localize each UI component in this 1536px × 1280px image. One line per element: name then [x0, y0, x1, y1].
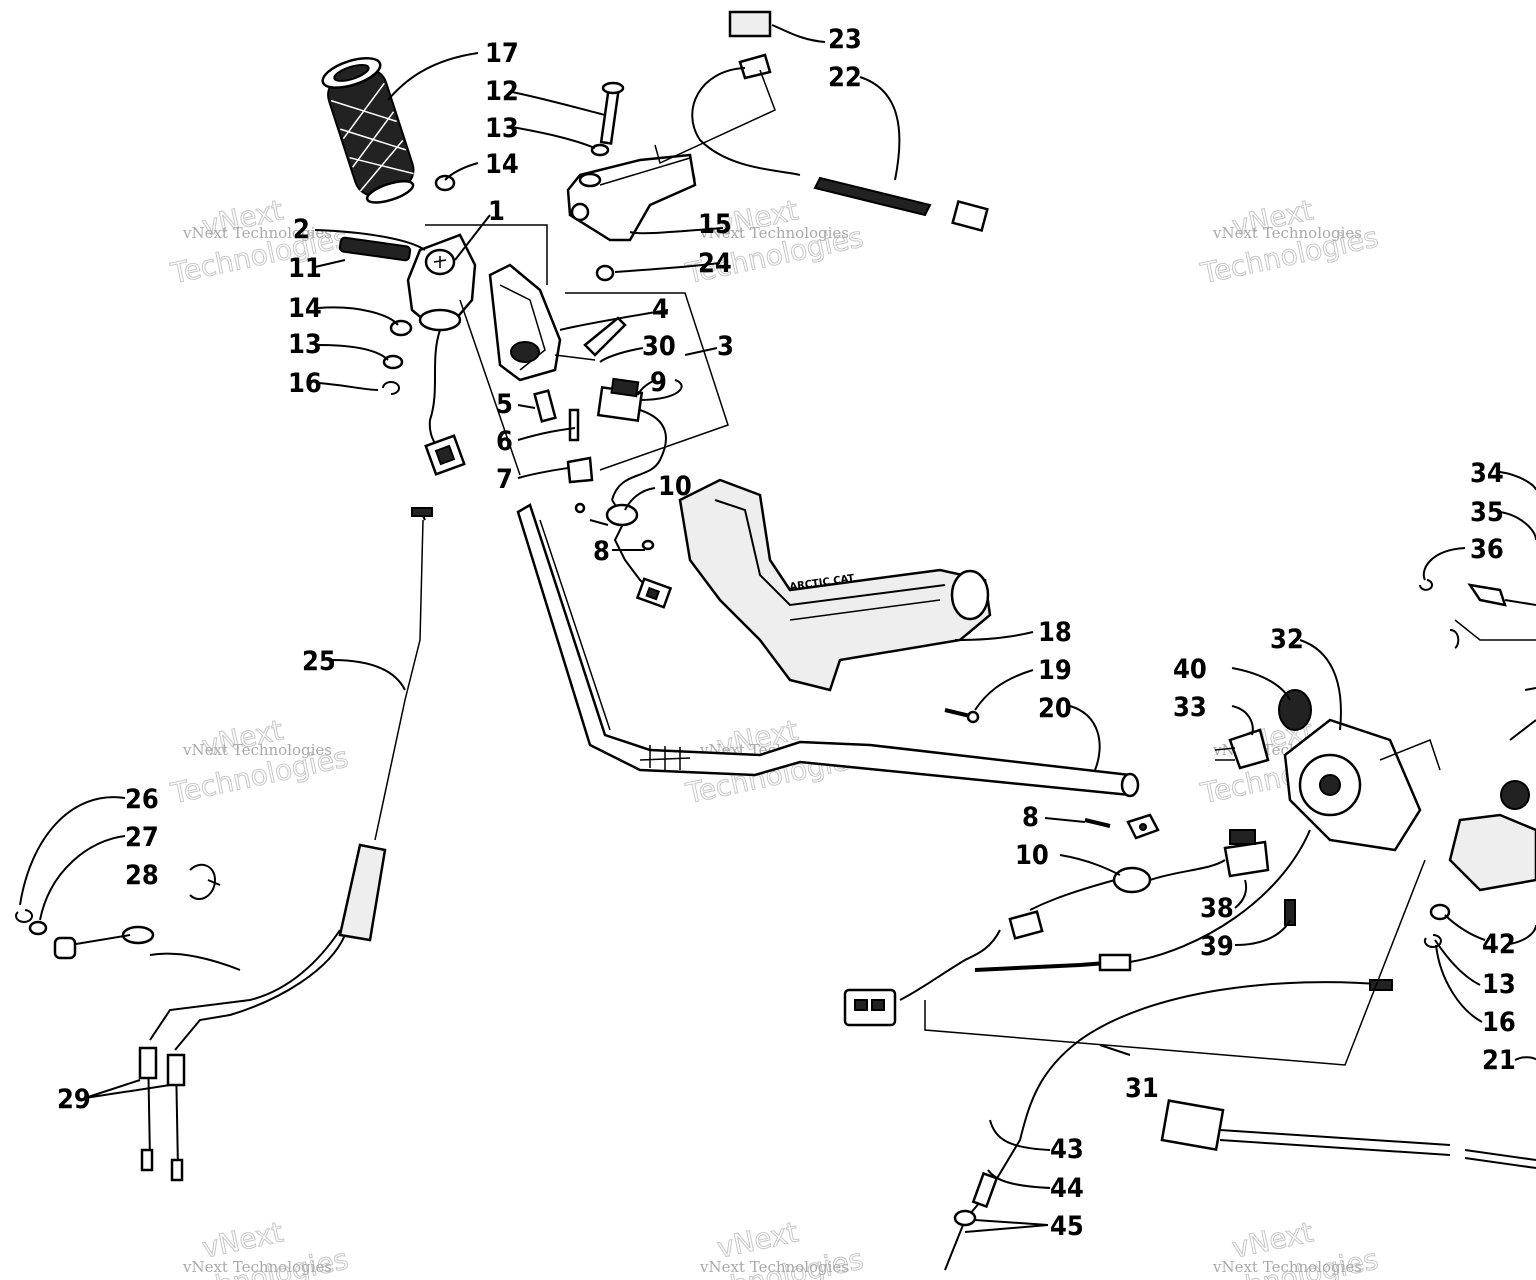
callout-42: 42: [1482, 929, 1516, 960]
parts-artwork: ARCTIC CAT: [15, 10, 1536, 1271]
callout-44: 44: [1050, 1173, 1084, 1204]
callout-11: 11: [288, 253, 322, 284]
right-side-parts: [1419, 579, 1536, 948]
callout-13-c: 13: [1482, 969, 1516, 1000]
right-switch-housing-part: [1214, 689, 1422, 852]
callout-20: 20: [1038, 693, 1072, 724]
callout-6: 6: [496, 426, 513, 457]
callout-24: 24: [698, 248, 732, 279]
callout-39: 39: [1200, 931, 1234, 962]
callout-12: 12: [485, 76, 519, 107]
callout-18: 18: [1038, 617, 1072, 648]
watermark-text: vNext Technologies: [1212, 224, 1362, 242]
callout-35: 35: [1470, 497, 1504, 528]
callout-34: 34: [1470, 458, 1504, 489]
callout-40: 40: [1173, 654, 1207, 685]
watermark-text: vNext Technologies: [182, 1258, 332, 1276]
callout-13: 13: [485, 113, 519, 144]
brake-line-part: [691, 10, 989, 233]
callout-7: 7: [496, 464, 513, 495]
callout-19: 19: [1038, 655, 1072, 686]
callout-13-b: 13: [288, 329, 322, 360]
bracket-lines: [425, 69, 1441, 1066]
callout-15: 15: [698, 209, 732, 240]
callout-28: 28: [125, 860, 159, 891]
callout-32: 32: [1270, 624, 1304, 655]
callout-4: 4: [652, 294, 669, 325]
right-wiring-part: [843, 813, 1311, 1027]
small-components-part: [533, 389, 594, 514]
callout-10: 10: [658, 471, 692, 502]
watermark-text: vNext Technologies: [182, 224, 332, 242]
callout-3: 3: [717, 331, 734, 362]
throttle-cable-part: [53, 507, 433, 1182]
callout-10-b: 10: [1015, 840, 1049, 871]
callout-27: 27: [125, 822, 159, 853]
callout-8: 8: [593, 536, 610, 567]
watermark-text: vNext Technologies: [1212, 1258, 1362, 1276]
callout-21: 21: [1482, 1045, 1516, 1076]
callout-16-b: 16: [1482, 1007, 1516, 1038]
callout-2: 2: [293, 214, 310, 245]
callout-14-b: 14: [288, 293, 322, 324]
callout-33: 33: [1173, 692, 1207, 723]
brake-cable-part: [944, 979, 1536, 1271]
callout-45: 45: [1050, 1211, 1084, 1242]
screw-part: [944, 708, 971, 718]
callout-36: 36: [1470, 534, 1504, 565]
callout-8-b: 8: [1022, 802, 1039, 833]
callout-5: 5: [496, 389, 513, 420]
callout-1: 1: [488, 196, 505, 227]
callout-38: 38: [1200, 893, 1234, 924]
callout-17: 17: [485, 38, 519, 69]
callout-30: 30: [642, 331, 676, 362]
handlebar-part: [516, 503, 1140, 798]
hand-guard-part: ARCTIC CAT: [678, 478, 992, 692]
callout-22: 22: [828, 62, 862, 93]
washer-part: [382, 319, 413, 395]
callout-26: 26: [125, 784, 159, 815]
callout-29: 29: [57, 1084, 91, 1115]
callout-31: 31: [1125, 1073, 1159, 1104]
brake-lever-part: [566, 153, 697, 242]
watermark-text: vNext Technologies: [699, 224, 849, 242]
throttle-housing-part: [338, 233, 477, 476]
callout-labels: 17 12 13 14 1 2 11 14 13 16 23 22 15 24 …: [57, 24, 1516, 1242]
callout-9: 9: [650, 367, 667, 398]
callout-14: 14: [485, 149, 519, 180]
callout-23: 23: [828, 24, 862, 55]
throttle-lever-part: [488, 263, 627, 382]
callout-16: 16: [288, 368, 322, 399]
watermark-text: vNext Technologies: [182, 741, 332, 759]
callout-25: 25: [302, 646, 336, 677]
callout-43: 43: [1050, 1134, 1084, 1165]
wiring-harness-part: [605, 499, 673, 609]
grip-part: [321, 56, 415, 204]
switch-part: [596, 377, 683, 501]
watermark-text: vNext Technologies: [699, 1258, 849, 1276]
clip-part: [15, 863, 221, 936]
